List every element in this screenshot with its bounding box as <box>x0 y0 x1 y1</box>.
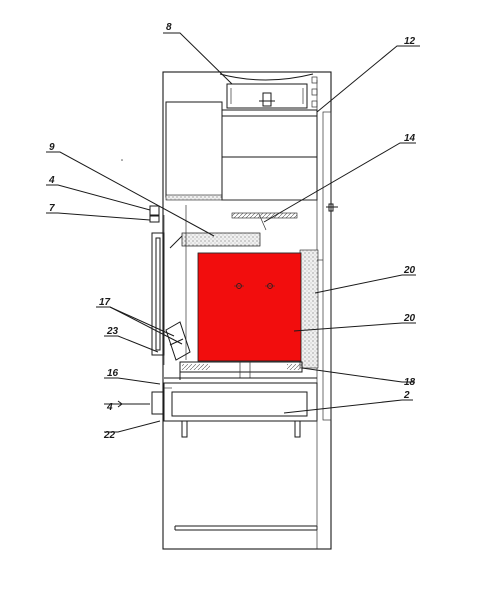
callout-20-upper: 20 <box>403 265 416 276</box>
callout-12: 12 <box>404 36 416 47</box>
callout-17: 17 <box>99 297 111 308</box>
stove-body <box>149 71 338 550</box>
callout-8: 8 <box>166 22 172 33</box>
ash-pan <box>171 391 308 417</box>
flue-damper <box>262 92 272 107</box>
flue-collar <box>226 83 308 109</box>
callout-14: 14 <box>404 133 416 144</box>
side-insulation <box>299 249 319 369</box>
back-plate <box>322 111 332 421</box>
air-lever <box>165 321 191 361</box>
ash-compartment <box>163 382 318 422</box>
callout-7: 7 <box>49 203 55 214</box>
flue-chamber <box>221 109 318 201</box>
callout-2: 2 <box>403 390 410 401</box>
upper-left-compartment <box>165 101 223 198</box>
callout-4-upper: 4 <box>48 175 55 186</box>
callout-labels: 8 12 9 4 7 14 20 20 17 23 16 18 4 2 22 <box>48 22 416 441</box>
vent-1 <box>311 76 318 84</box>
leg-left <box>181 420 188 438</box>
callout-20-lower: 20 <box>403 313 416 324</box>
callout-18: 18 <box>404 377 416 388</box>
door-latch <box>149 205 160 216</box>
grate <box>179 361 303 373</box>
door-glass-seal <box>155 237 161 351</box>
top-opening-curve <box>219 73 314 81</box>
stray-mark <box>121 159 123 161</box>
compartment-insulation <box>165 194 223 201</box>
door-frame <box>151 232 165 356</box>
vent-3 <box>311 100 318 108</box>
top-baffle <box>181 232 261 247</box>
rear-bolt <box>328 203 334 212</box>
vent-2 <box>311 88 318 96</box>
callout-4-lower: 4 <box>106 402 113 413</box>
ash-door-handle <box>151 391 165 415</box>
callout-23: 23 <box>106 326 119 337</box>
firebox <box>197 252 302 362</box>
baffle-plate <box>231 212 298 219</box>
callout-16: 16 <box>107 368 119 379</box>
callout-leaders <box>46 32 420 433</box>
door-hinge-top <box>149 215 160 223</box>
callout-22: 22 <box>103 430 116 441</box>
leg-right <box>294 420 301 438</box>
callout-9: 9 <box>49 142 55 153</box>
